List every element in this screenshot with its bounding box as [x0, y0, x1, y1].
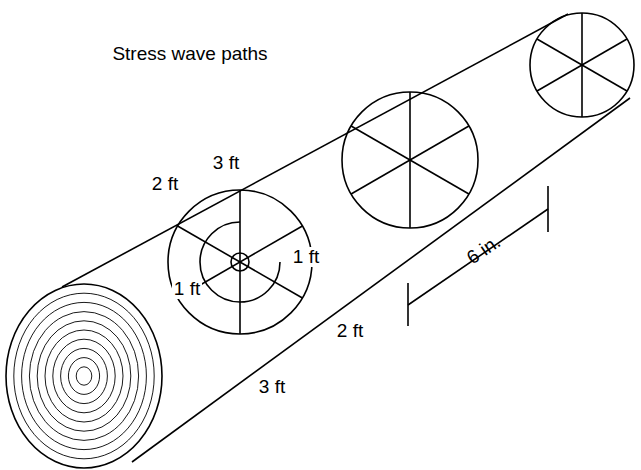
dimension-label: 2 ft [335, 321, 365, 342]
radius-arc [200, 222, 280, 302]
growth-rings [14, 293, 154, 459]
growth-ring [53, 339, 115, 413]
dimension-label: 1 ft [291, 247, 321, 268]
growth-ring [45, 330, 123, 422]
log-end-face [6, 284, 162, 468]
log-bottom-edge [132, 98, 630, 462]
dimension-label: 1 ft [172, 279, 202, 300]
wave-path [351, 126, 469, 194]
growth-ring [37, 321, 131, 431]
growth-ring [29, 312, 138, 441]
wave-path [537, 39, 627, 91]
dimension-label: 3 ft [257, 377, 287, 398]
center-mark [231, 253, 249, 271]
growth-ring [68, 358, 99, 395]
growth-ring [14, 293, 154, 459]
wave-path [537, 39, 627, 91]
dimension-line [408, 209, 548, 305]
cross-section [530, 13, 634, 117]
growth-ring [61, 348, 108, 403]
dimension-label: 6 in. [462, 230, 507, 270]
wave-path [351, 126, 469, 194]
dimension-label: 2 ft [150, 174, 180, 195]
dimension-label: 3 ft [211, 153, 241, 174]
log-top-edge [62, 14, 568, 287]
cross-section [342, 92, 478, 228]
growth-ring [22, 302, 147, 449]
growth-ring [76, 367, 92, 385]
caption-label: Stress wave paths [110, 44, 269, 65]
